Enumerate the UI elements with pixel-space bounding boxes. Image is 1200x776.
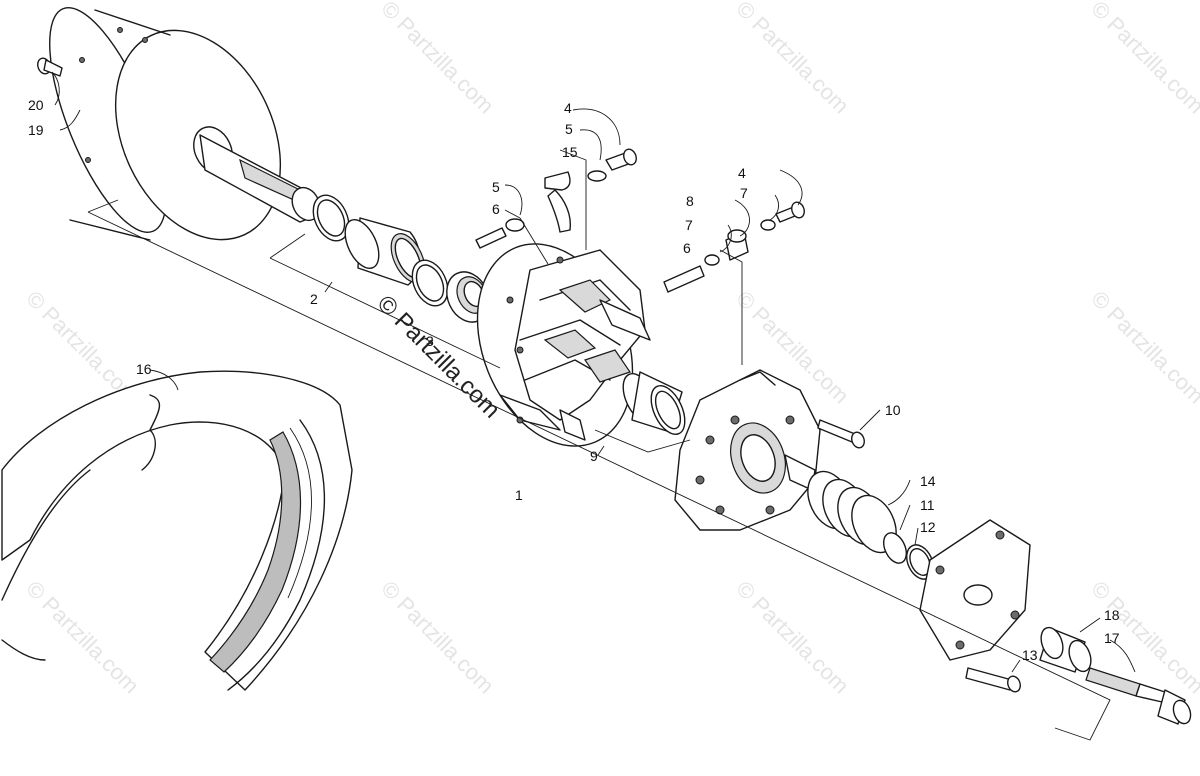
callout-10: 10 (885, 402, 901, 418)
bolt-10 (817, 419, 865, 449)
bolt-washer-top (587, 148, 637, 182)
screw-20 (37, 57, 63, 77)
moveable-sheave (476, 243, 651, 447)
callout-1: 1 (515, 487, 523, 503)
callout-14: 14 (920, 473, 936, 489)
pin-washer-left (475, 218, 525, 249)
watermark-text: © Partzilla.com (731, 0, 854, 118)
watermark-text: © Partzilla.com (21, 576, 144, 699)
cam-arm-15 (544, 171, 572, 233)
bolt-13 (965, 667, 1021, 693)
callout-2: 2 (310, 291, 318, 307)
drive-belt (1, 370, 353, 691)
callout-3: 3 (426, 333, 434, 349)
watermark-text: © Partzilla.com (376, 576, 499, 699)
callout-15: 15 (562, 144, 578, 160)
callout-labels: 1 2 3 4 4 5 5 6 6 7 7 8 9 10 11 12 13 14… (28, 97, 1120, 663)
spider-cover (674, 369, 821, 531)
watermark-text: © Partzilla.com (1086, 286, 1200, 409)
watermark-text: © Partzilla.com (376, 0, 499, 118)
watermark-text: © Partzilla.com (731, 576, 854, 699)
bolt-17 (1085, 667, 1192, 725)
callout-4: 4 (564, 100, 572, 116)
watermark-text: © Partzilla.com (1086, 0, 1200, 118)
callout-6: 6 (492, 201, 500, 217)
callout-16: 16 (136, 361, 152, 377)
roller-pin-right (663, 201, 805, 293)
callout-4-right: 4 (738, 165, 746, 181)
callout-9: 9 (590, 448, 598, 464)
leader-lines (51, 71, 1136, 741)
callout-6-right: 6 (683, 240, 691, 256)
bushing-assembly (312, 194, 449, 307)
callout-13: 13 (1022, 647, 1038, 663)
spring-rings-9 (622, 371, 686, 435)
callout-5-left: 5 (492, 179, 500, 195)
fixed-sheave (49, 7, 321, 241)
rings-11-12 (882, 532, 934, 580)
cover-plate (919, 519, 1031, 661)
callout-19: 19 (28, 122, 44, 138)
callout-20: 20 (28, 97, 44, 113)
callout-12: 12 (920, 519, 936, 535)
callout-18: 18 (1104, 607, 1120, 623)
callout-7: 7 (685, 217, 693, 233)
callout-17: 17 (1104, 630, 1120, 646)
bushing-18 (1039, 626, 1092, 673)
callout-7-right: 7 (740, 185, 748, 201)
callout-8: 8 (686, 193, 694, 209)
callout-11: 11 (920, 497, 935, 513)
callout-5: 5 (565, 121, 573, 137)
